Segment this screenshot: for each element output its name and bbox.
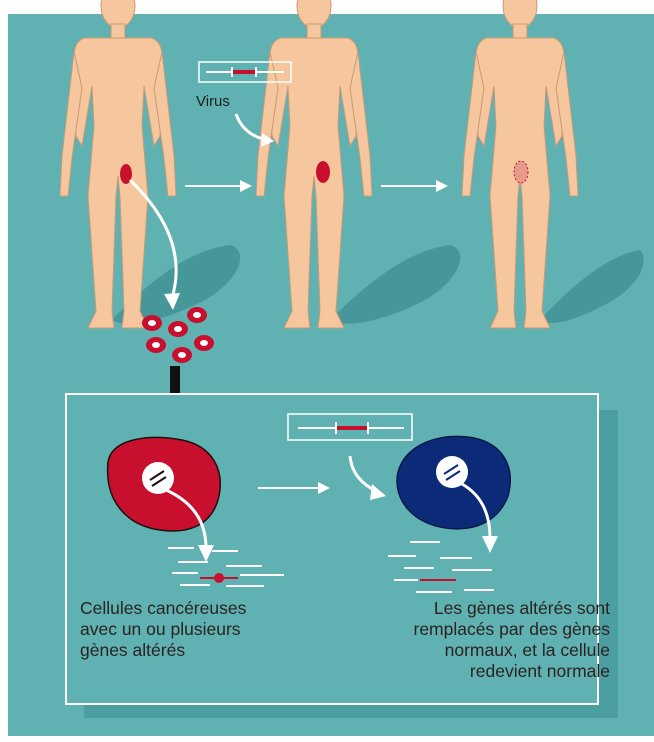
caption-cancer-cells: Cellules cancéreuses avec un ou plusieur… xyxy=(80,598,320,661)
therapeutic-gene-segment xyxy=(336,426,368,430)
tumor-middle xyxy=(316,161,330,183)
healed-organ-right xyxy=(514,161,528,183)
cancer-nucleus xyxy=(142,462,174,494)
caption-genes-replaced: Les gènes altérés sont remplacés par des… xyxy=(350,598,610,682)
altered-gene-segment xyxy=(232,70,256,74)
virus-label: Virus xyxy=(196,93,230,110)
